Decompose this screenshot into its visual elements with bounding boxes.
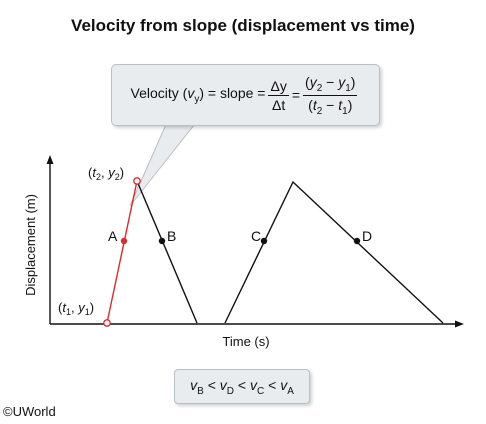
graph-segment-1 [136, 180, 198, 324]
point-d-label: D [362, 228, 372, 244]
diagram-title: Velocity from slope (displacement vs tim… [71, 16, 415, 35]
start-point-label: (t1, y1) [58, 300, 94, 317]
graph-segment-2 [224, 180, 444, 324]
x-axis-arrow [455, 320, 464, 328]
t-difference: (t2 − t1) [308, 96, 353, 117]
delta-fraction: Δy Δt [268, 77, 289, 113]
end-point-label: (t2, y2) [88, 165, 124, 182]
formula-equals: = [291, 87, 301, 103]
y-difference: (y2 − y1) [303, 73, 358, 96]
formula-lhs: Velocity (vy) = slope = [130, 85, 266, 105]
delta-t: Δt [272, 96, 286, 113]
copyright-notice: ©UWorld [3, 404, 56, 419]
slope-formula-box: Velocity (vy) = slope = Δy Δt = (y2 − y1… [111, 64, 380, 126]
y-axis-arrow [46, 155, 54, 164]
delta-y: Δy [268, 77, 289, 96]
callout-pointer [129, 119, 200, 207]
point-d-marker [353, 237, 361, 245]
point-a-label: A [108, 228, 118, 244]
slope-line [106, 180, 138, 324]
point-a-marker [120, 237, 128, 245]
x-axis-label: Time (s) [222, 334, 269, 349]
point-c-marker [260, 237, 268, 245]
start-point-marker [103, 319, 111, 327]
difference-fraction: (y2 − y1) (t2 − t1) [303, 73, 358, 117]
y-axis-label: Displacement (m) [23, 194, 38, 296]
end-point-marker [133, 177, 141, 185]
velocity-ranking-box: vB < vD < vC < vA [174, 369, 310, 404]
point-c-label: C [251, 228, 261, 244]
point-b-marker [158, 237, 166, 245]
point-b-label: B [167, 228, 176, 244]
velocity-ranking: vB < vD < vC < vA [190, 376, 294, 397]
